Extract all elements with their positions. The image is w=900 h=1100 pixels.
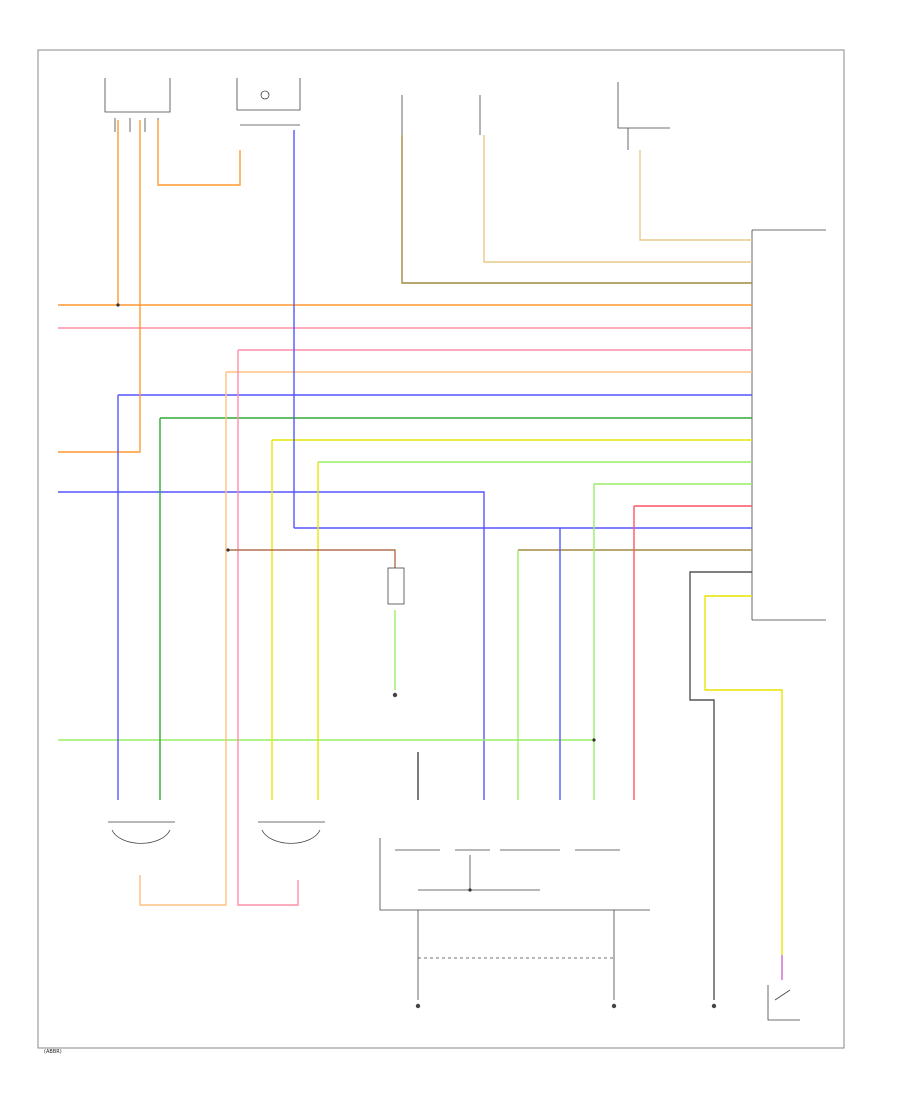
small-switch-bottom-right	[767, 985, 800, 1021]
splice-dot	[226, 548, 230, 552]
wire-orange-switch	[157, 120, 241, 186]
splice-dot	[592, 738, 596, 742]
component-top-right-module	[617, 82, 670, 150]
wire-gray-right	[689, 571, 752, 1000]
right-headlamp	[108, 821, 175, 844]
wire-tan-right	[639, 150, 752, 241]
wire-yellow-right	[704, 595, 783, 955]
wire-brown-sensor	[228, 549, 396, 568]
wire-olive-top	[401, 135, 752, 284]
corner-mark: (ABBR)	[44, 1049, 62, 1055]
wire-blue-left	[58, 491, 485, 800]
left-headlamp	[258, 821, 325, 844]
ground-symbol-1	[415, 1003, 421, 1009]
component-top-left-switch	[104, 78, 171, 132]
splice-dot	[116, 303, 120, 307]
wire-orange-left	[58, 120, 141, 453]
diagram-frame	[37, 49, 845, 1049]
sensor-component	[387, 567, 405, 605]
ground-symbol-sensor	[392, 692, 398, 698]
component-combination-switch	[236, 78, 301, 126]
wire-tan-top	[483, 135, 752, 263]
wire-light-orange-drop	[139, 372, 227, 906]
ground-symbol-3	[711, 1003, 717, 1009]
combination-switch-bottom	[379, 838, 650, 911]
splice-dot	[468, 888, 472, 892]
ground-symbol-2	[611, 1003, 617, 1009]
control-unit-block	[751, 229, 826, 621]
wire-pink-drop	[237, 350, 299, 906]
